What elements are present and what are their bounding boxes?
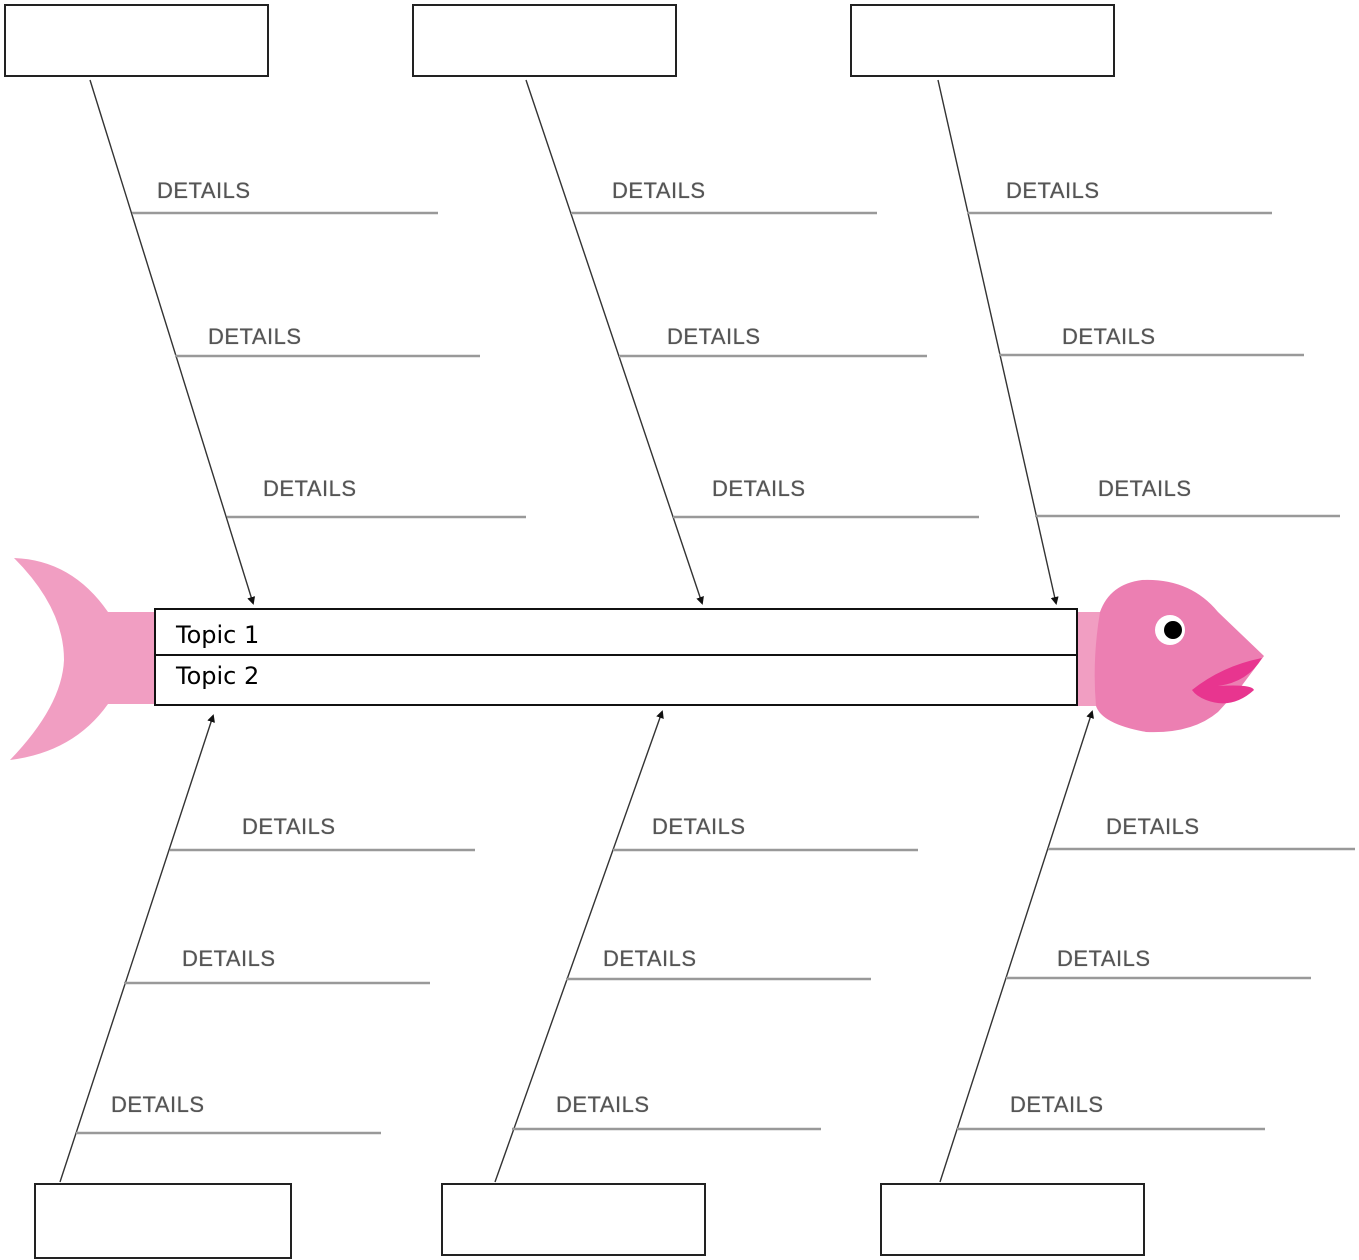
- detail-label: DETAILS: [612, 180, 706, 202]
- fish-tail: [10, 558, 156, 760]
- detail-label: DETAILS: [1006, 180, 1100, 202]
- detail-label: DETAILS: [603, 948, 697, 970]
- topic-2-field[interactable]: Topic 2: [156, 656, 1076, 704]
- detail-label: DETAILS: [1062, 326, 1156, 348]
- category-box-top-3[interactable]: [850, 4, 1115, 77]
- spine-topic-box: Topic 1 Topic 2: [154, 608, 1078, 706]
- detail-label: DETAILS: [157, 180, 251, 202]
- detail-label: DETAILS: [667, 326, 761, 348]
- detail-label: DETAILS: [556, 1094, 650, 1116]
- category-box-top-1[interactable]: [4, 4, 269, 77]
- detail-label: DETAILS: [652, 816, 746, 838]
- detail-label: DETAILS: [1098, 478, 1192, 500]
- category-box-bottom-1[interactable]: [34, 1183, 292, 1259]
- category-box-top-2[interactable]: [412, 4, 677, 77]
- detail-label: DETAILS: [712, 478, 806, 500]
- detail-label: DETAILS: [1106, 816, 1200, 838]
- detail-label: DETAILS: [182, 948, 276, 970]
- detail-label: DETAILS: [1057, 948, 1151, 970]
- fish-head: [1078, 580, 1264, 732]
- detail-label: DETAILS: [242, 816, 336, 838]
- bone-top-3: [938, 80, 1056, 603]
- detail-label: DETAILS: [208, 326, 302, 348]
- detail-label: DETAILS: [1010, 1094, 1104, 1116]
- detail-label: DETAILS: [111, 1094, 205, 1116]
- category-box-bottom-2[interactable]: [441, 1183, 706, 1256]
- category-box-bottom-3[interactable]: [880, 1183, 1145, 1256]
- detail-label: DETAILS: [263, 478, 357, 500]
- topic-1-field[interactable]: Topic 1: [156, 610, 1076, 656]
- fish-pupil: [1164, 621, 1182, 639]
